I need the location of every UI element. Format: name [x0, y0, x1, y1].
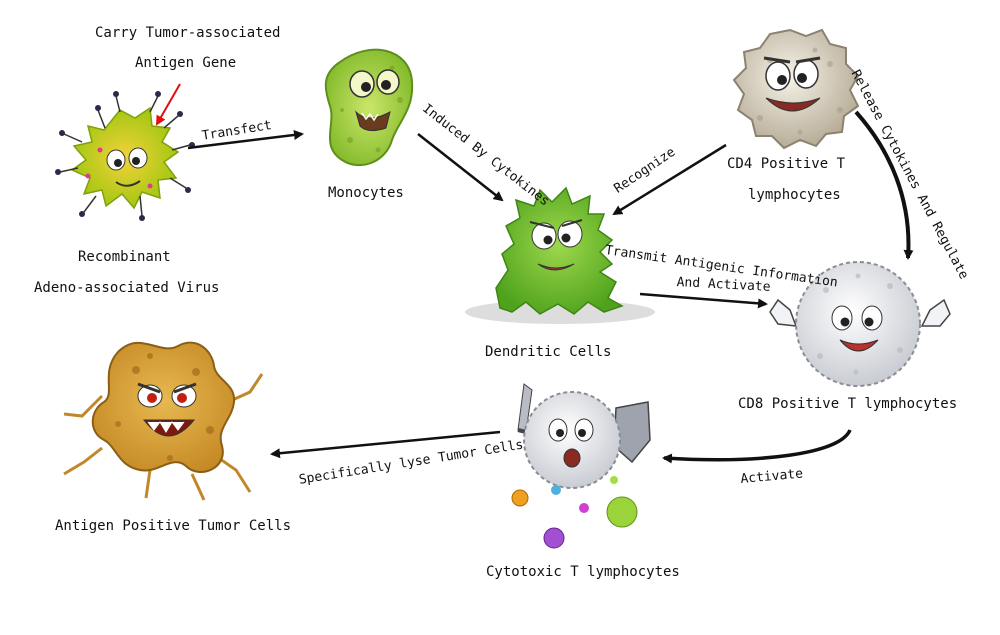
arrow-monocyte-to-dendritic — [417, 133, 504, 202]
cd8-label: CD8 Positive T lymphocytes — [738, 396, 958, 412]
dendritic-cell-icon — [465, 186, 655, 324]
recombinant-virus-icon — [55, 91, 195, 221]
virus-label-line1: Recombinant — [78, 249, 171, 265]
cd8-t-cell-icon — [769, 261, 951, 387]
ctl-label: Cytotoxic T lymphocytes — [486, 564, 680, 580]
arrow-dendritic-to-cd8 — [639, 292, 768, 309]
cd4-label-line2: lymphocytes — [748, 187, 841, 203]
monocyte-icon — [324, 48, 414, 167]
virus-label-line2: Adeno-associated Virus — [34, 280, 220, 296]
monocytes-label: Monocytes — [328, 185, 404, 201]
antigen-gene-label-line1: Carry Tumor-associated — [95, 25, 281, 41]
tumor-label: Antigen Positive Tumor Cells — [55, 518, 292, 534]
arrow-cd4-to-dendritic — [612, 143, 727, 216]
tumor-cell-icon — [63, 341, 264, 501]
virus-particles-icon — [511, 476, 638, 549]
cytotoxic-t-cell-icon — [511, 383, 651, 549]
arrow-cd4-to-cd8 — [854, 110, 914, 260]
cd4-t-cell-icon — [732, 28, 860, 150]
arrow-virus-to-monocyte — [187, 130, 304, 150]
antigen-pointer-arrow — [156, 83, 181, 126]
dendritic-cells-label: Dendritic Cells — [485, 344, 612, 360]
cd4-label-line1: CD4 Positive T — [727, 156, 846, 172]
arrows — [156, 83, 914, 464]
antigen-gene-label-line2: Antigen Gene — [135, 55, 237, 71]
arrow-ctl-to-tumor — [270, 430, 501, 459]
arrow-cd8-to-ctl — [662, 429, 852, 464]
